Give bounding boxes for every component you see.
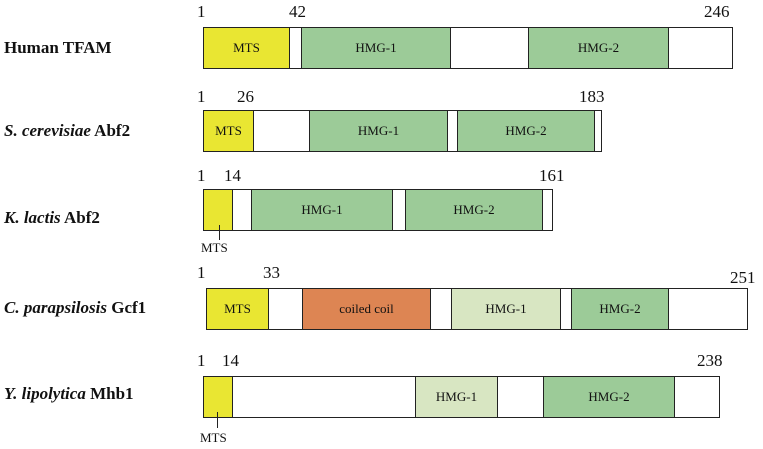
- residue-start: 1: [197, 87, 206, 106]
- hmg-2-domain: HMG-2: [405, 190, 543, 230]
- hmg-1-domain: HMG-1: [451, 289, 561, 329]
- species-name: S. cerevisiae: [4, 121, 91, 140]
- mts-domain: MTS: [204, 28, 290, 68]
- residue-mts-end: 14: [222, 351, 239, 370]
- residue-mts-end: 42: [289, 2, 306, 21]
- protein-bar: HMG-1 HMG-2: [203, 189, 553, 231]
- residue-mts-end: 33: [263, 263, 280, 282]
- mts-pointer-line: [219, 225, 220, 240]
- protein-bar: HMG-1 HMG-2: [203, 376, 720, 418]
- mts-domain: [204, 190, 233, 230]
- species-name: C. parapsilosis: [4, 298, 107, 317]
- residue-end: 246: [704, 2, 730, 21]
- hmg-2-domain: HMG-2: [571, 289, 669, 329]
- mts-domain: MTS: [207, 289, 269, 329]
- protein-name: Gcf1: [111, 298, 147, 317]
- residue-mts-end: 26: [237, 87, 254, 106]
- mts-pointer-line: [217, 412, 218, 428]
- hmg-1-domain: HMG-1: [415, 377, 498, 417]
- hmg-2-domain: HMG-2: [543, 377, 675, 417]
- protein-label-k-lactis: K. lactis Abf2: [4, 208, 100, 228]
- protein-name: Abf2: [63, 208, 100, 227]
- residue-start: 1: [197, 2, 206, 21]
- hmg-1-domain: HMG-1: [309, 111, 448, 151]
- mts-domain: [204, 377, 233, 417]
- residue-start: 1: [197, 166, 206, 185]
- species-name: K. lactis: [4, 208, 61, 227]
- hmg-1-domain: HMG-1: [251, 190, 393, 230]
- protein-bar: MTS coiled coil HMG-1 HMG-2: [206, 288, 748, 330]
- hmg-2-domain: HMG-2: [457, 111, 595, 151]
- mts-below-label: MTS: [201, 240, 228, 255]
- residue-end: 161: [539, 166, 565, 185]
- residue-start: 1: [197, 351, 206, 370]
- protein-name: Mhb1: [90, 384, 134, 403]
- protein-name: Abf2: [94, 121, 131, 140]
- hmg-2-domain: HMG-2: [528, 28, 669, 68]
- mts-below-label: MTS: [200, 430, 227, 445]
- residue-start: 1: [197, 263, 206, 282]
- coiled-coil-domain: coiled coil: [302, 289, 431, 329]
- protein-label-c-parapsilosis: C. parapsilosis Gcf1: [4, 298, 146, 318]
- residue-end: 183: [579, 87, 605, 106]
- residue-mts-end: 14: [224, 166, 241, 185]
- residue-end: 238: [697, 351, 723, 370]
- hmg-1-domain: HMG-1: [301, 28, 451, 68]
- residue-end: 251: [730, 268, 756, 287]
- protein-bar: MTS HMG-1 HMG-2: [203, 110, 602, 152]
- protein-name: Human TFAM: [4, 38, 112, 57]
- protein-label-human-tfam: Human TFAM: [4, 38, 112, 58]
- protein-label-s-cerevisiae: S. cerevisiae Abf2: [4, 121, 130, 141]
- species-name: Y. lipolytica: [4, 384, 86, 403]
- protein-bar: MTS HMG-1 HMG-2: [203, 27, 733, 69]
- protein-label-y-lipolytica: Y. lipolytica Mhb1: [4, 384, 134, 404]
- mts-domain: MTS: [204, 111, 254, 151]
